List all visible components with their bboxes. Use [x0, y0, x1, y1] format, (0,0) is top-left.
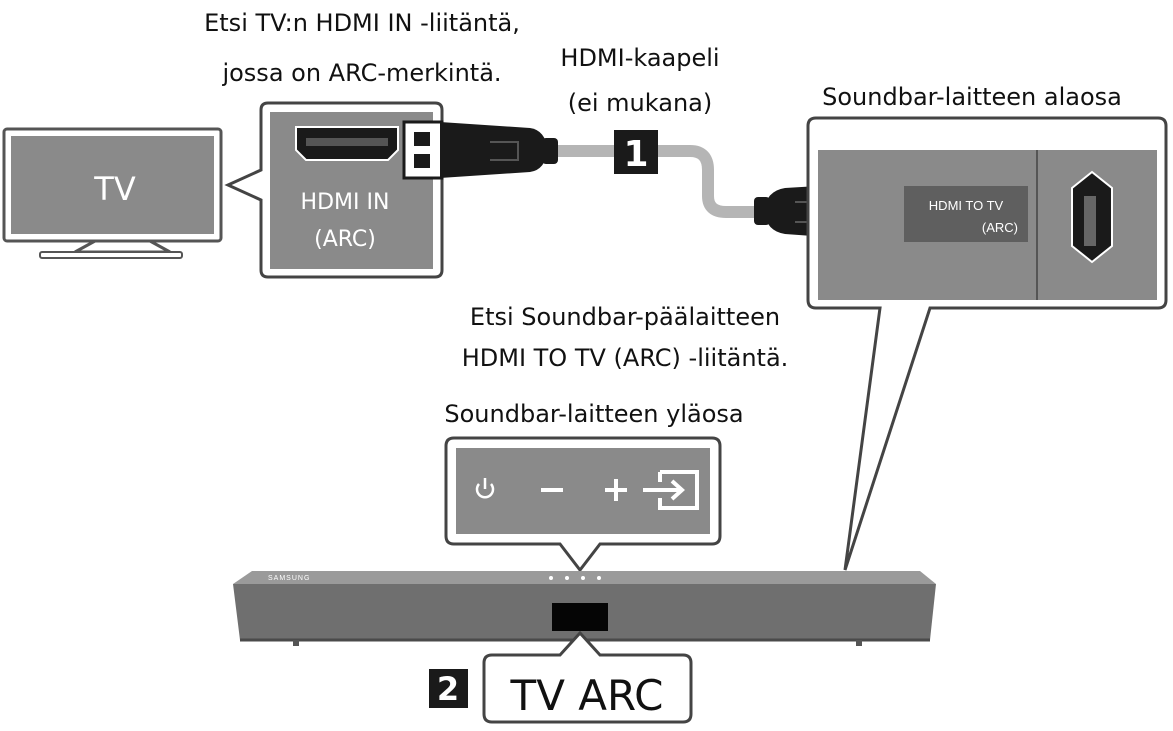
step-2-number: 2	[437, 670, 459, 708]
volume-up-icon	[605, 479, 627, 501]
caption-cable-line1: HDMI-kaapeli	[560, 44, 719, 72]
caption-tv-port-line2: jossa on ARC-merkintä.	[221, 59, 501, 87]
tv-port-label-line1: HDMI IN	[301, 190, 390, 215]
tv-port-label-line2: (ARC)	[314, 227, 376, 252]
soundbar-top-callout	[444, 436, 722, 573]
power-icon	[475, 478, 495, 499]
soundbar-port-label-line1: HDMI TO TV	[929, 198, 1004, 213]
step-1-badge: 1	[614, 130, 658, 175]
soundbar-foot	[293, 640, 299, 646]
top-button-dot	[581, 576, 585, 580]
brand-logo: SAMSUNG	[268, 575, 310, 582]
caption-soundbar-port-line1: Etsi Soundbar-päälaitteen	[470, 303, 780, 331]
display-callout-bubble	[482, 630, 693, 724]
soundbar-foot	[856, 640, 862, 646]
step-2-badge: 2	[429, 669, 468, 708]
caption-soundbar-port-line2: HDMI TO TV (ARC) -liitäntä.	[462, 344, 789, 372]
tv-base	[39, 251, 183, 259]
soundbar: SAMSUNG	[233, 571, 936, 646]
step-1-number: 1	[623, 134, 648, 175]
caption-soundbar-bottom: Soundbar-laitteen alaosa	[822, 83, 1122, 111]
tv-label: TV	[93, 170, 136, 208]
tv-port-callout: HDMI IN (ARC)	[224, 101, 444, 279]
cable-line	[555, 145, 765, 218]
soundbar-display-window	[552, 603, 608, 631]
top-button-dot	[565, 576, 569, 580]
hdmi-port-pins	[306, 138, 388, 146]
top-button-dot	[597, 576, 601, 580]
soundbar-port-label-box	[904, 186, 1028, 242]
soundbar-hdmi-port-pins	[1084, 196, 1096, 246]
tv-screen	[11, 136, 214, 234]
top-button-dot	[549, 576, 553, 580]
step-1-box	[614, 130, 658, 174]
step-2-box	[429, 669, 468, 708]
soundbar-bottom-callout: HDMI TO TV (ARC)	[806, 116, 1168, 571]
hdmi-plug-tv-end	[402, 120, 558, 180]
tv-stand	[74, 239, 171, 254]
tv-illustration: TV	[2, 127, 223, 259]
caption-tv-port-line1: Etsi TV:n HDMI IN -liitäntä,	[204, 9, 520, 37]
caption-soundbar-top: Soundbar-laitteen yläosa	[444, 400, 743, 428]
soundbar-port-label-line2: (ARC)	[982, 220, 1018, 235]
source-input-icon	[643, 470, 699, 510]
display-callout: TV ARC	[482, 630, 693, 724]
caption-cable-line2: (ei mukana)	[568, 89, 712, 117]
display-text: TV ARC	[510, 671, 664, 720]
